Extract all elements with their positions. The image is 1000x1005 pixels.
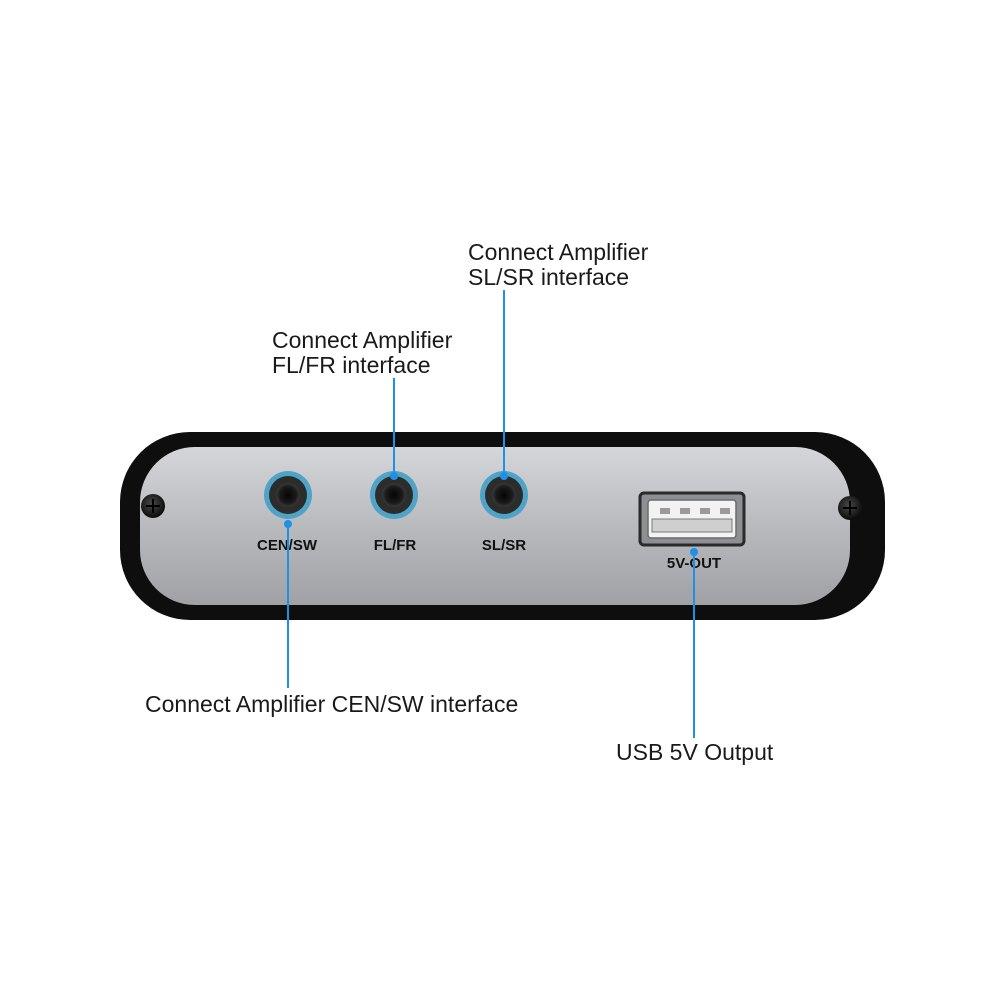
- callout-sl-sr-line1: Connect Amplifier: [468, 239, 649, 265]
- callout-fl-fr: Connect Amplifier FL/FR interface: [272, 328, 452, 378]
- cen-sw-jack[interactable]: [264, 471, 312, 519]
- port-label-sl-sr: SL/SR: [482, 537, 526, 554]
- callout-sl-sr: Connect Amplifier SL/SR interface: [468, 240, 648, 290]
- leader-line-fl-fr: [390, 378, 398, 480]
- callout-usb-line1: USB 5V Output: [616, 739, 774, 765]
- callout-sl-sr-line2: SL/SR interface: [468, 264, 630, 290]
- callout-cen-sw-line1: Connect Amplifier CEN/SW interface: [145, 691, 519, 717]
- callout-fl-fr-line2: FL/FR interface: [272, 352, 431, 378]
- left-screw-icon: [141, 494, 165, 518]
- port-label-fl-fr: FL/FR: [374, 537, 417, 554]
- sl-sr-jack[interactable]: [480, 471, 528, 519]
- front-panel: [140, 447, 850, 605]
- right-screw-icon: [838, 496, 862, 520]
- leader-line-cen-sw: [284, 520, 292, 688]
- leader-line-sl-sr: [500, 290, 508, 480]
- usb-port[interactable]: [638, 491, 746, 547]
- callout-cen-sw: Connect Amplifier CEN/SW interface: [145, 692, 518, 717]
- callout-usb: USB 5V Output: [616, 740, 773, 765]
- fl-fr-jack[interactable]: [370, 471, 418, 519]
- callout-fl-fr-line1: Connect Amplifier: [272, 327, 453, 353]
- leader-line-usb: [690, 548, 698, 738]
